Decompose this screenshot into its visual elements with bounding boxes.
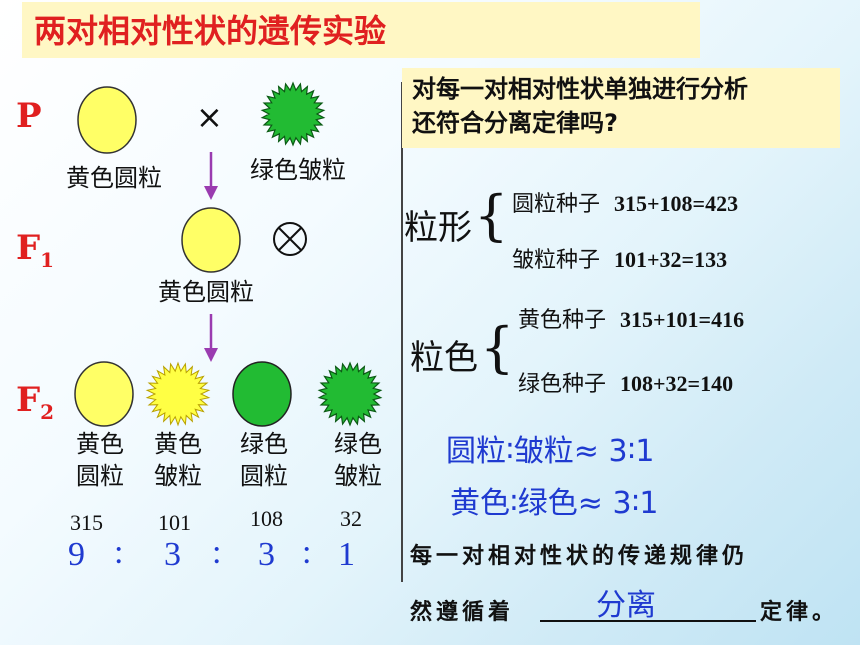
p-right-label: 绿色皱粒 (250, 156, 346, 184)
shape-brace: { (474, 184, 509, 247)
f2-ratio-4: 1 (338, 536, 355, 573)
f2-yellow-wrinkled-seed (145, 361, 211, 427)
conclusion-line-2-prefix: 然遵循着 (410, 600, 515, 625)
shape-ratio: 圆粒∶皱粒≈ 3∶1 (446, 434, 655, 469)
color-heading: 粒色 (410, 338, 478, 378)
question-line-2: 还符合分离定律吗? (412, 109, 618, 137)
generation-p-label: P (16, 96, 42, 136)
f2-count-2: 101 (158, 510, 191, 535)
f2-ratio-3: 3 (258, 536, 275, 573)
conclusion-line-2-suffix: 定律。 (760, 600, 839, 625)
f2-count-1: 315 (70, 510, 103, 535)
f2-ratio-sep-1: : (114, 534, 124, 571)
f2-green-round-seed (232, 361, 292, 427)
cross-symbol: × (196, 98, 223, 136)
f2-label-2: 黄色皱粒 (154, 430, 202, 490)
answer-blank-line (540, 620, 756, 622)
p-green-wrinkled-seed (260, 81, 326, 147)
conclusion-line-1: 每一对相对性状的传递规律仍 (410, 544, 749, 569)
f2-ratio-sep-2: : (212, 534, 222, 571)
arrow-f1-to-f2-head (204, 348, 218, 362)
page-title: 两对相对性状的遗传实验 (34, 12, 387, 50)
cross-diagram (74, 81, 383, 427)
title-banner (22, 2, 700, 58)
generation-f2-label: F2 (16, 380, 55, 424)
question-box: 对每一对相对性状单独进行分析 还符合分离定律吗? (402, 68, 840, 148)
f2-label-3: 绿色圆粒 (240, 430, 288, 490)
vertical-divider (401, 82, 403, 582)
color-ratio: 黄色∶绿色≈ 3∶1 (450, 486, 659, 521)
f2-green-wrinkled-seed (317, 361, 383, 427)
f2-label-4: 绿色皱粒 (334, 430, 382, 490)
shape-heading: 粒形 (404, 208, 472, 248)
p-left-label: 黄色圆粒 (66, 164, 162, 192)
f2-count-4: 32 (340, 506, 362, 531)
f2-label-1: 黄色圆粒 (76, 430, 124, 490)
f1-yellow-round-seed (181, 207, 241, 273)
f2-ratio-2: 3 (164, 536, 181, 573)
selfing-symbol (273, 222, 307, 256)
question-line-1: 对每一对相对性状单独进行分析 (412, 75, 748, 103)
p-yellow-round-seed (77, 86, 137, 154)
f2-count-3: 108 (250, 506, 283, 531)
f2-ratio-1: 9 (68, 536, 85, 573)
f2-yellow-round-seed (74, 361, 134, 427)
color-brace: { (480, 316, 515, 379)
f2-ratio-sep-3: : (302, 534, 312, 571)
generation-f1-label: F1 (16, 228, 55, 272)
conclusion-answer: 分离 (596, 588, 656, 623)
arrow-p-to-f1-head (204, 186, 218, 200)
f1-label: 黄色圆粒 (158, 278, 254, 306)
